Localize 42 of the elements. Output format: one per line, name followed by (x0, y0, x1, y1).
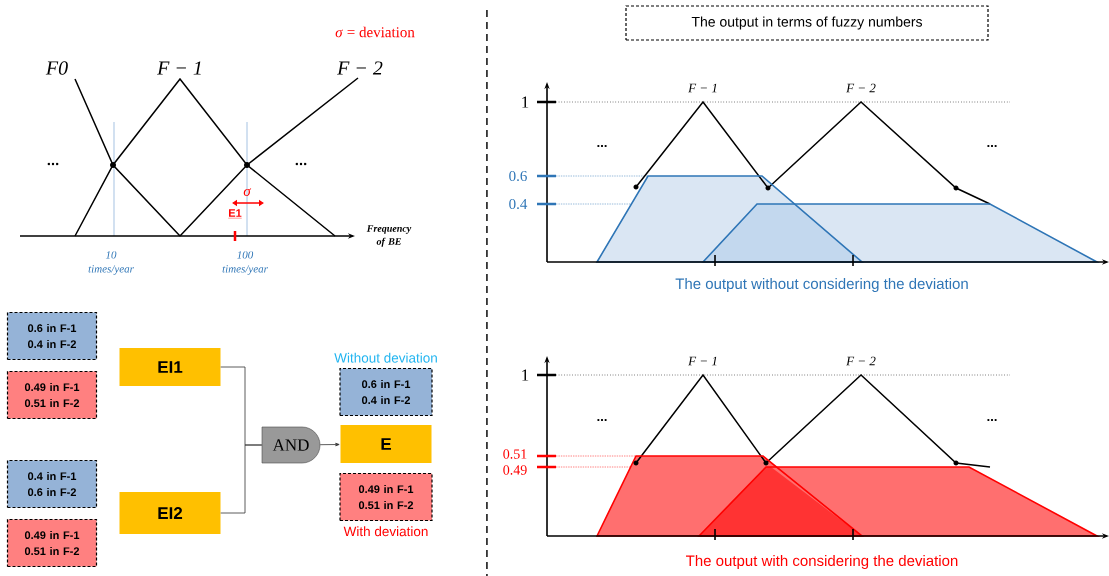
tick-label: 10 times/year (88, 251, 134, 275)
membership-box: 0.4 in F-1 0.6 in F-2 (6, 459, 98, 509)
tick-label: 0.51 (503, 449, 527, 459)
axis-label: Frequency of BE (366, 225, 412, 247)
curve-label: F − 2 (846, 356, 876, 366)
tick-label: 0.49 (503, 465, 527, 475)
curve-label: F − 2 (337, 61, 383, 75)
tick-label: 1 (522, 96, 529, 108)
title-box: The output in terms of fuzzy numbers (625, 5, 989, 41)
tick-label: 0.4 (509, 198, 528, 210)
tick-label: 100 times/year (222, 251, 268, 275)
ellipsis: ... (987, 145, 997, 147)
legend-text: σ = deviation (335, 26, 415, 38)
tick-label: 0.6 (509, 170, 527, 182)
curve-label: F0 (45, 61, 68, 75)
event-label: E1 (228, 209, 242, 219)
connector (220, 444, 263, 514)
ellipsis: ... (597, 419, 607, 421)
membership-box: 0.49 in F-1 0.51 in F-2 (339, 472, 433, 522)
sigma-label: σ (243, 188, 252, 196)
membership-box: 0.6 in F-1 0.4 in F-2 (6, 311, 98, 361)
curve-label: F − 1 (157, 61, 201, 75)
event-box: EI1 (119, 348, 221, 386)
chart-caption: The output with considering the deviation (686, 555, 958, 569)
curve-label: F − 1 (688, 83, 717, 93)
membership-box: 0.49 in F-1 0.51 in F-2 (6, 370, 98, 420)
curve-label: F − 2 (846, 83, 876, 93)
chart-caption: The output without considering the deviation (675, 278, 968, 292)
and-gate: AND (261, 426, 321, 464)
curve-label: F − 1 (688, 356, 717, 366)
ellipsis: ... (47, 162, 59, 166)
ellipsis: ... (987, 419, 997, 421)
event-box: EI2 (119, 492, 221, 534)
group-label: Without deviation (334, 352, 437, 363)
membership-box: 0.49 in F-1 0.51 in F-2 (6, 518, 98, 568)
ellipsis: ... (597, 145, 607, 147)
tick-label: 1 (522, 369, 529, 381)
connector (319, 442, 340, 447)
ellipsis: ... (295, 162, 307, 166)
event-box: E (340, 425, 432, 463)
membership-box: 0.6 in F-1 0.4 in F-2 (339, 367, 433, 417)
group-label: With deviation (343, 526, 428, 537)
